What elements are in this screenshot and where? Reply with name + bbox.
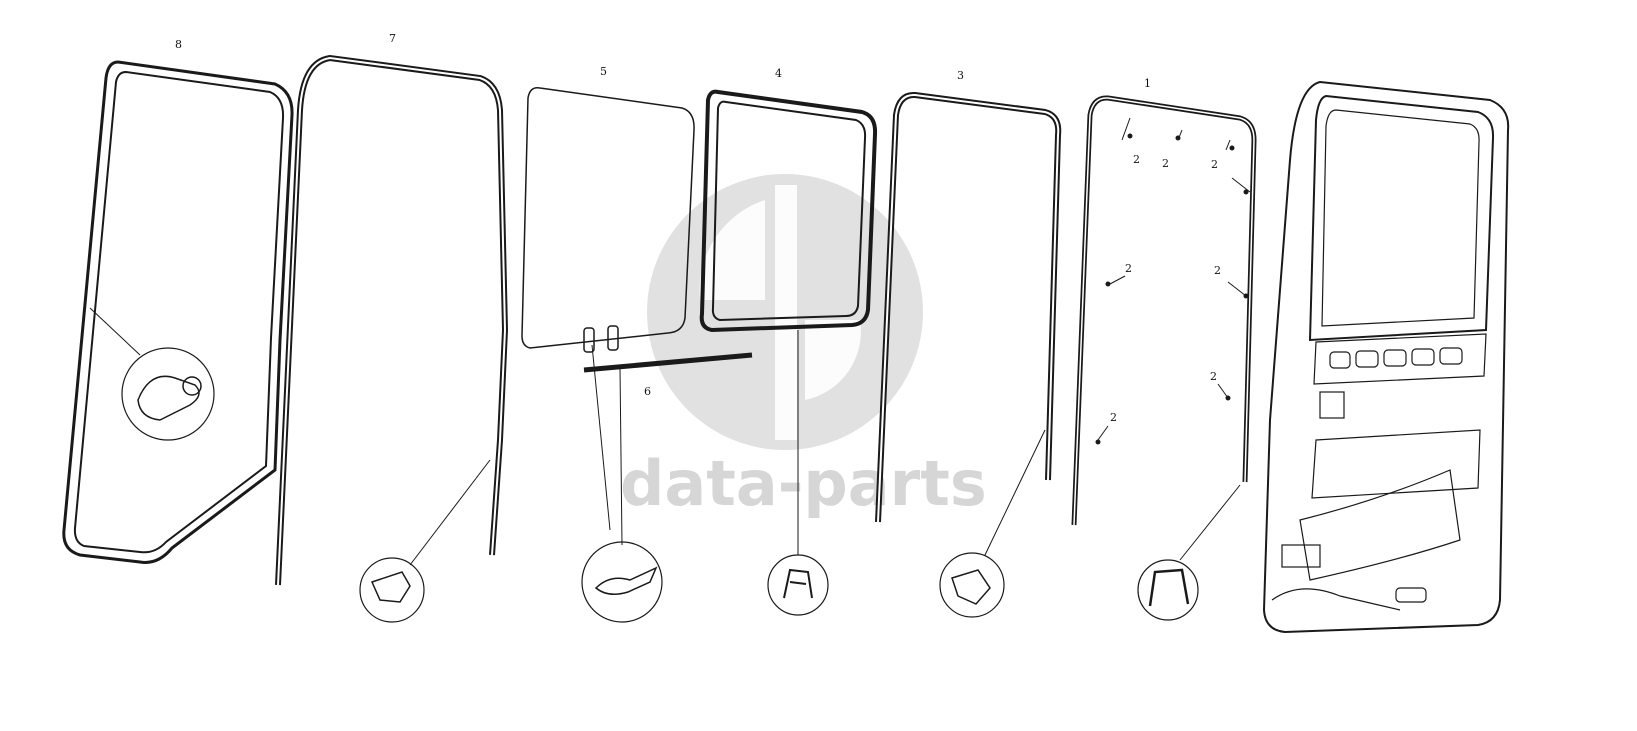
- watermark-text: data-parts: [620, 447, 987, 520]
- callout-1: 1: [1144, 77, 1151, 90]
- part-5-window-glass: [521, 86, 695, 531]
- callout-2: 2: [1210, 370, 1217, 383]
- callout-7: 7: [389, 32, 396, 45]
- part-6-glass-channel-strip: [581, 352, 753, 623]
- part-3-door-frame-seal: [875, 91, 1062, 618]
- callout-6: 6: [644, 385, 651, 398]
- part-4-glass-run-frame: [699, 89, 878, 616]
- callout-2: 2: [1125, 262, 1132, 275]
- part-1-inner-seal: [1071, 95, 1257, 621]
- part-2-clips: [1095, 117, 1251, 445]
- callout-2: 2: [1110, 411, 1117, 424]
- callout-3: 3: [957, 69, 964, 82]
- part-8-door-seal: [62, 60, 294, 564]
- callout-4: 4: [775, 67, 782, 80]
- callout-5: 5: [600, 65, 607, 78]
- part-7-run-channel: [275, 54, 509, 623]
- callout-2: 2: [1211, 158, 1218, 171]
- watermark-logo: [647, 174, 923, 450]
- callout-8: 8: [175, 38, 182, 51]
- callout-2: 2: [1214, 264, 1221, 277]
- callout-2: 2: [1162, 157, 1169, 170]
- door-panel-assembly: [1262, 80, 1510, 634]
- callout-2: 2: [1133, 153, 1140, 166]
